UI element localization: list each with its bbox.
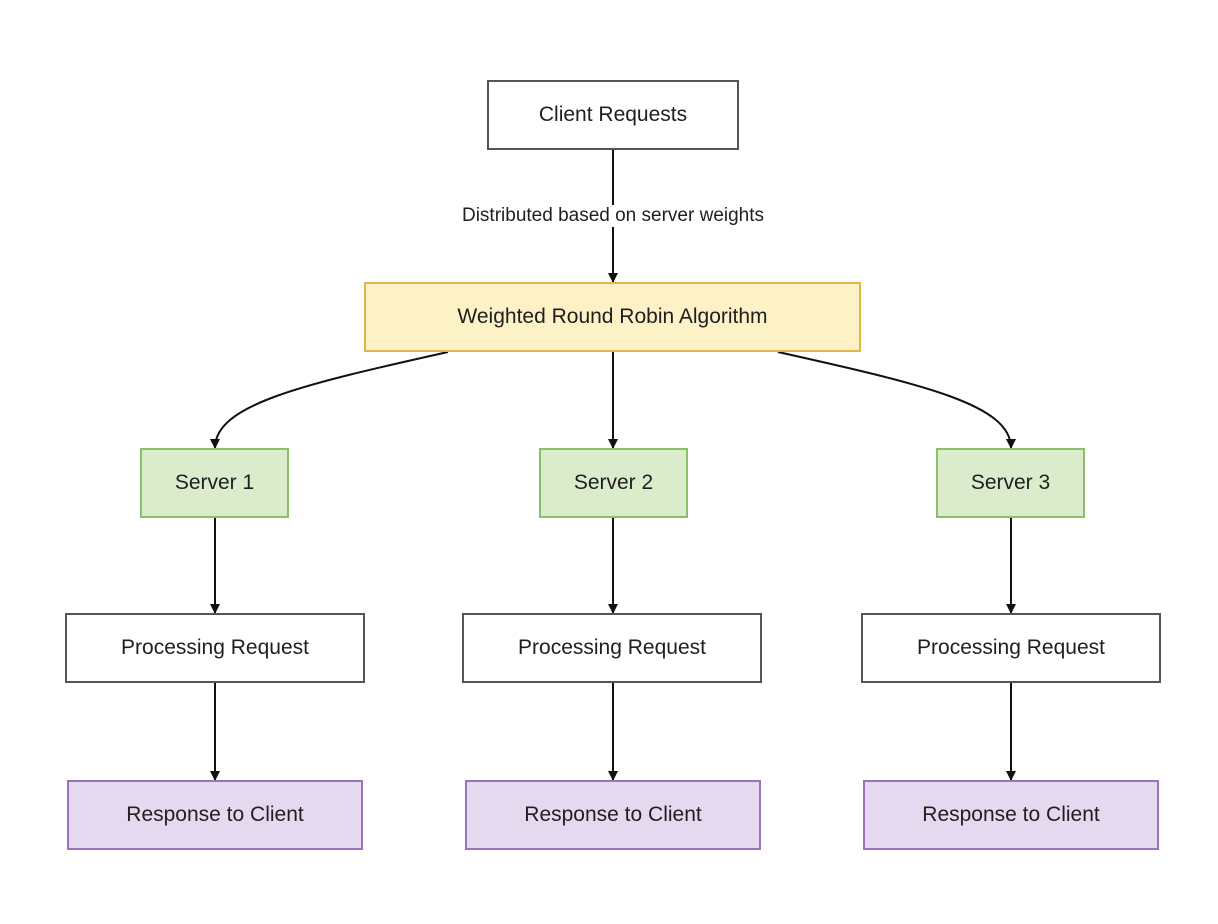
server-2-node: Server 2 bbox=[539, 448, 688, 518]
client-requests-node: Client Requests bbox=[487, 80, 739, 150]
server-1-node: Server 1 bbox=[140, 448, 289, 518]
algorithm-node: Weighted Round Robin Algorithm bbox=[364, 282, 861, 352]
response-to-client-node-3: Response to Client bbox=[863, 780, 1159, 850]
response-to-client-node-1: Response to Client bbox=[67, 780, 363, 850]
edge-algorithm-to-server-1 bbox=[210, 351, 449, 449]
processing-request-node-2: Processing Request bbox=[462, 613, 762, 683]
processing-request-node-1: Processing Request bbox=[65, 613, 365, 683]
edge-label-distribution: Distributed based on server weights bbox=[459, 205, 767, 227]
server-3-node: Server 3 bbox=[936, 448, 1085, 518]
response-to-client-node-2: Response to Client bbox=[465, 780, 761, 850]
edge-algorithm-to-server-3 bbox=[777, 351, 1016, 449]
processing-request-node-3: Processing Request bbox=[861, 613, 1161, 683]
